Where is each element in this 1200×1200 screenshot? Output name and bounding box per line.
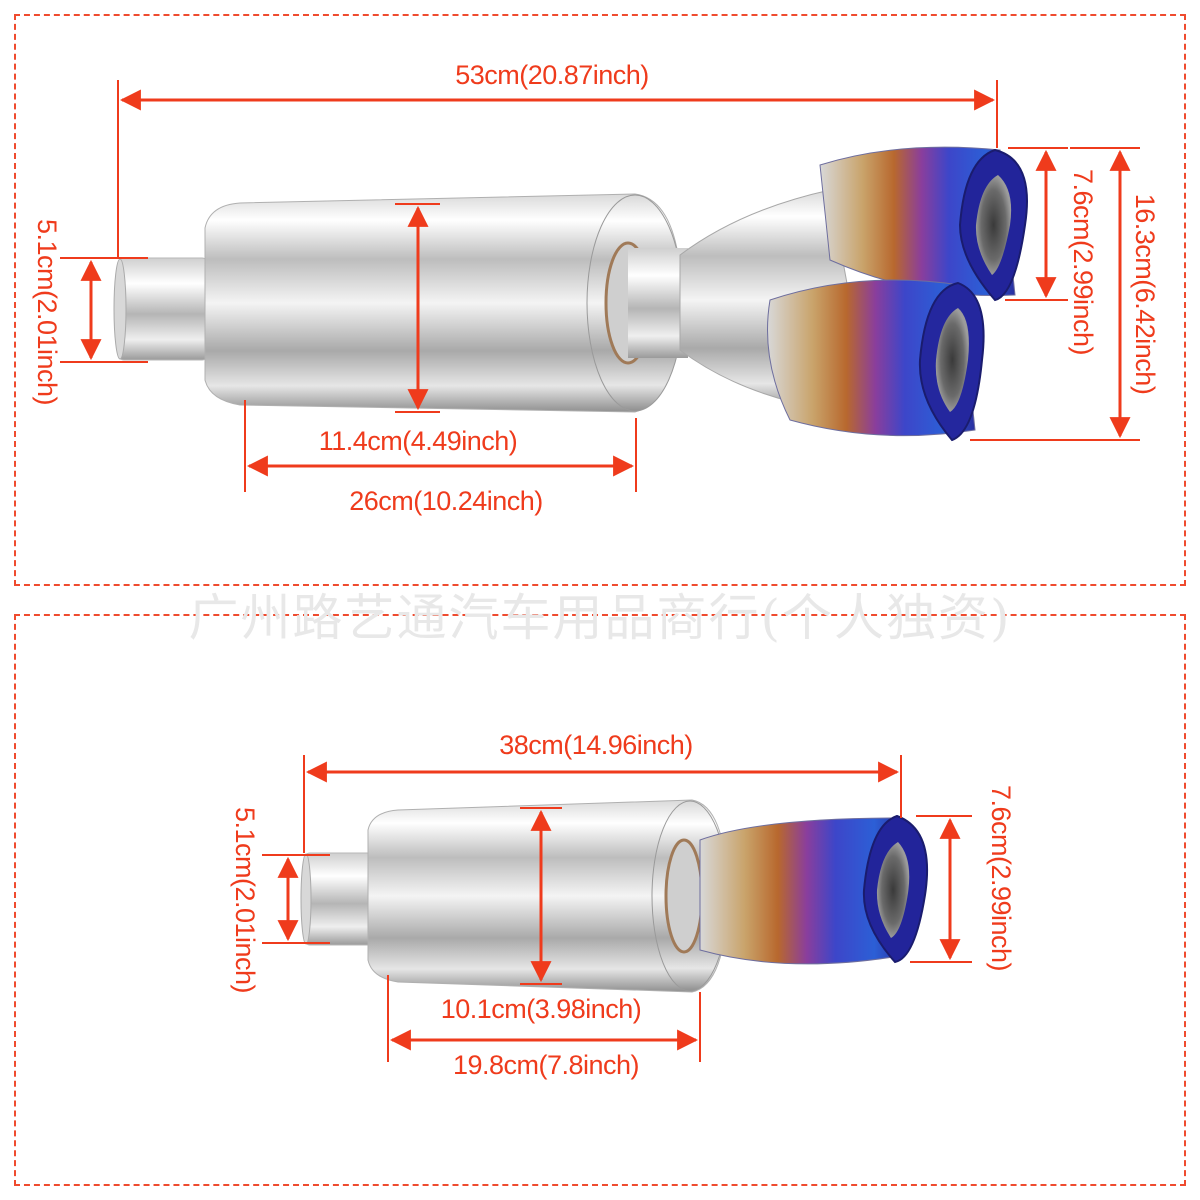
dimension-inlet-bottom [262, 854, 330, 944]
dimension-body-length-bottom [387, 975, 701, 1062]
dimension-overall-length-bottom [303, 755, 902, 853]
label-body-length-top: 26cm(10.24inch) [349, 486, 543, 516]
label-body-diameter-top: 11.4cm(4.49inch) [319, 426, 518, 456]
dimension-tip-diameter-top [1005, 147, 1068, 301]
dimension-body-length-top [244, 400, 637, 492]
label-overall-length-bottom: 38cm(14.96inch) [499, 730, 693, 760]
label-inlet-diameter-bottom: 5.1cm(2.01inch) [230, 807, 260, 993]
label-tip-diameter-top: 7.6cm(2.99inch) [1068, 169, 1098, 355]
label-overall-length-top: 53cm(20.87inch) [455, 60, 649, 90]
top-product-panel [14, 14, 1186, 586]
dimension-tip-diameter-bottom [910, 815, 972, 963]
label-inlet-diameter-top: 5.1cm(2.01inch) [32, 219, 62, 405]
dimension-tips-height-top [970, 147, 1140, 441]
label-tips-height-top: 16.3cm(6.42inch) [1130, 194, 1160, 395]
dimension-inlet-top [60, 257, 148, 363]
label-body-diameter-bottom: 10.1cm(3.98inch) [441, 994, 642, 1024]
bottom-product-panel [14, 614, 1186, 1186]
dimension-overall-length-top [117, 80, 998, 258]
dimension-body-diameter-bottom [520, 807, 562, 985]
single-tip-muffler-image [300, 799, 929, 993]
label-tip-diameter-bottom: 7.6cm(2.99inch) [986, 785, 1016, 971]
label-body-length-bottom: 19.8cm(7.8inch) [453, 1050, 639, 1080]
dual-tip-muffler-image [113, 146, 1028, 442]
dimension-body-diameter-top [395, 203, 440, 413]
